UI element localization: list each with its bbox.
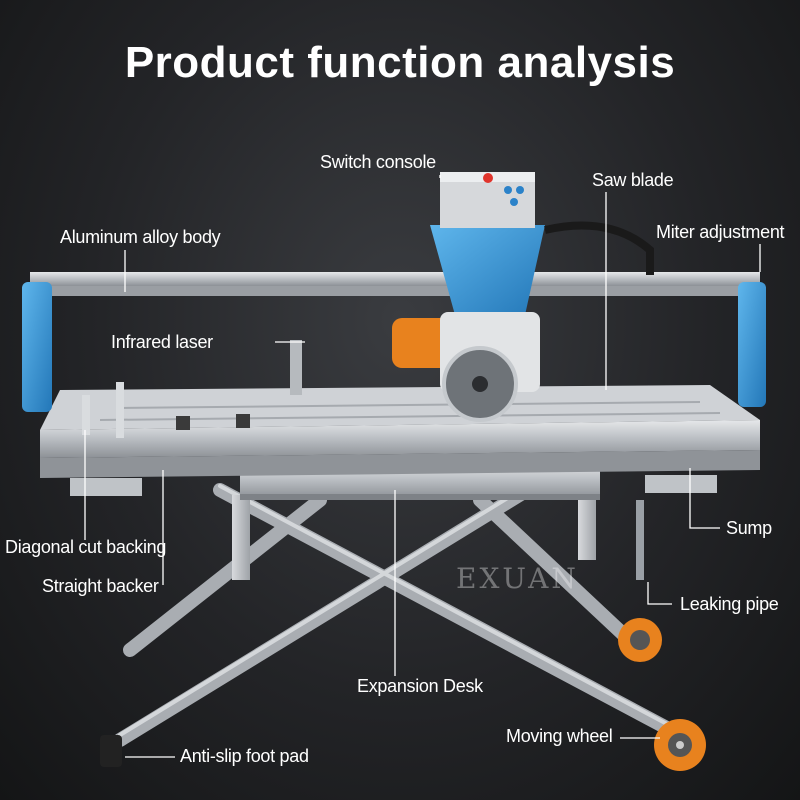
foot-pad-icon xyxy=(100,735,122,767)
label-diagonal-cut-backing: Diagonal cut backing xyxy=(5,537,167,557)
scissor-legs xyxy=(113,463,687,747)
label-switch-console: Switch console xyxy=(320,152,436,172)
label-saw-blade: Saw blade xyxy=(592,170,674,190)
leader-lines xyxy=(84,175,761,758)
label-infrared-laser: Infrared laser xyxy=(111,332,213,352)
wheel-icon xyxy=(618,618,706,771)
label-moving-wheel: Moving wheel xyxy=(506,726,613,746)
label-aluminum-alloy-body: Aluminum alloy body xyxy=(60,227,221,247)
watermark: EXUAN xyxy=(456,562,579,595)
label-expansion-desk: Expansion Desk xyxy=(357,676,483,696)
label-sump: Sump xyxy=(726,518,772,538)
label-straight-backer: Straight backer xyxy=(42,576,159,596)
label-miter-adjustment: Miter adjustment xyxy=(656,222,785,242)
page-title: Product function analysis xyxy=(124,38,676,87)
label-anti-slip-foot-pad: Anti-slip foot pad xyxy=(180,746,309,766)
label-leaking-pipe: Leaking pipe xyxy=(680,594,779,614)
